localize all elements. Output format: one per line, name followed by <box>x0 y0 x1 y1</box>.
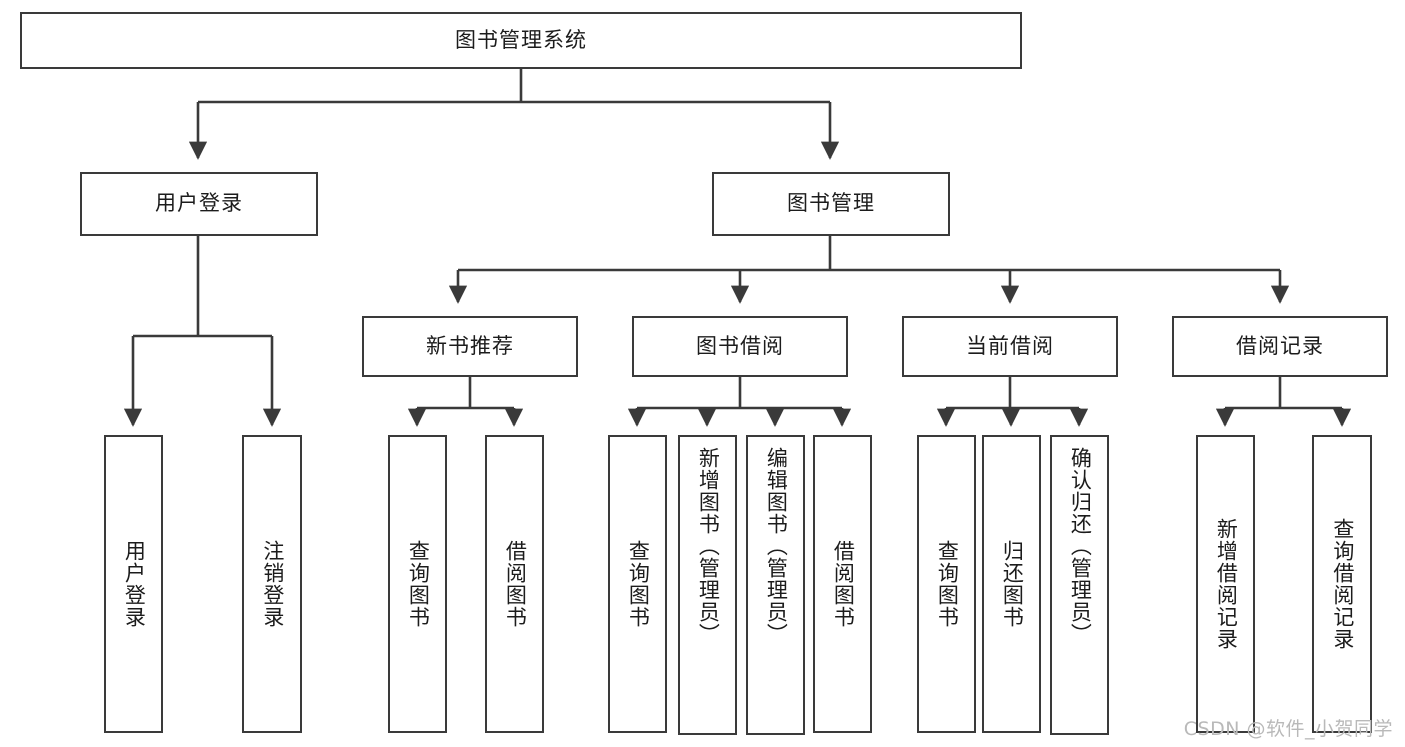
leaf-logout-login-label: 注销登录 <box>260 540 285 628</box>
leaf-query-book-1[interactable]: 查询图书 <box>388 435 447 733</box>
leaf-add-book-admin[interactable]: 新增图书（管理员） <box>678 435 737 735</box>
leaf-confirm-return-admin-label: 确认归还（管理员） <box>1068 447 1093 645</box>
leaf-confirm-return-admin[interactable]: 确认归还（管理员） <box>1050 435 1109 735</box>
leaf-query-book-2[interactable]: 查询图书 <box>608 435 667 733</box>
leaf-query-borrow-record-label: 查询借阅记录 <box>1330 518 1355 650</box>
node-root-label: 图书管理系统 <box>455 27 587 52</box>
node-user-login-label: 用户登录 <box>155 191 243 216</box>
node-book-manage-label: 图书管理 <box>787 191 875 216</box>
leaf-borrow-book-1[interactable]: 借阅图书 <box>485 435 544 733</box>
csdn-watermark: CSDN @软件_小贺同学 <box>1183 718 1393 740</box>
leaf-query-book-2-label: 查询图书 <box>626 540 651 628</box>
node-new-book-recommend[interactable]: 新书推荐 <box>362 316 578 377</box>
leaf-query-book-1-label: 查询图书 <box>406 540 431 628</box>
leaf-return-book[interactable]: 归还图书 <box>982 435 1041 733</box>
leaf-user-login-label: 用户登录 <box>122 540 147 628</box>
leaf-add-borrow-record[interactable]: 新增借阅记录 <box>1196 435 1255 733</box>
leaf-logout-login[interactable]: 注销登录 <box>242 435 302 733</box>
node-current-borrow-label: 当前借阅 <box>966 333 1054 358</box>
node-borrow-record-label: 借阅记录 <box>1236 333 1324 358</box>
node-new-book-recommend-label: 新书推荐 <box>426 333 514 358</box>
leaf-borrow-book-2-label: 借阅图书 <box>831 540 856 628</box>
leaf-borrow-book-1-label: 借阅图书 <box>503 540 528 628</box>
leaf-return-book-label: 归还图书 <box>1000 540 1025 628</box>
leaf-query-book-3[interactable]: 查询图书 <box>917 435 976 733</box>
leaf-add-borrow-record-label: 新增借阅记录 <box>1214 518 1239 650</box>
node-user-login[interactable]: 用户登录 <box>80 172 318 236</box>
node-root[interactable]: 图书管理系统 <box>20 12 1022 69</box>
node-borrow-record[interactable]: 借阅记录 <box>1172 316 1388 377</box>
leaf-add-book-admin-label: 新增图书（管理员） <box>696 447 721 645</box>
leaf-query-borrow-record[interactable]: 查询借阅记录 <box>1312 435 1372 733</box>
node-book-manage[interactable]: 图书管理 <box>712 172 950 236</box>
leaf-edit-book-admin[interactable]: 编辑图书（管理员） <box>746 435 805 735</box>
leaf-query-book-3-label: 查询图书 <box>935 540 960 628</box>
leaf-edit-book-admin-label: 编辑图书（管理员） <box>764 447 789 645</box>
node-book-borrow[interactable]: 图书借阅 <box>632 316 848 377</box>
leaf-borrow-book-2[interactable]: 借阅图书 <box>813 435 872 733</box>
node-book-borrow-label: 图书借阅 <box>696 333 784 358</box>
node-current-borrow[interactable]: 当前借阅 <box>902 316 1118 377</box>
leaf-user-login[interactable]: 用户登录 <box>104 435 163 733</box>
